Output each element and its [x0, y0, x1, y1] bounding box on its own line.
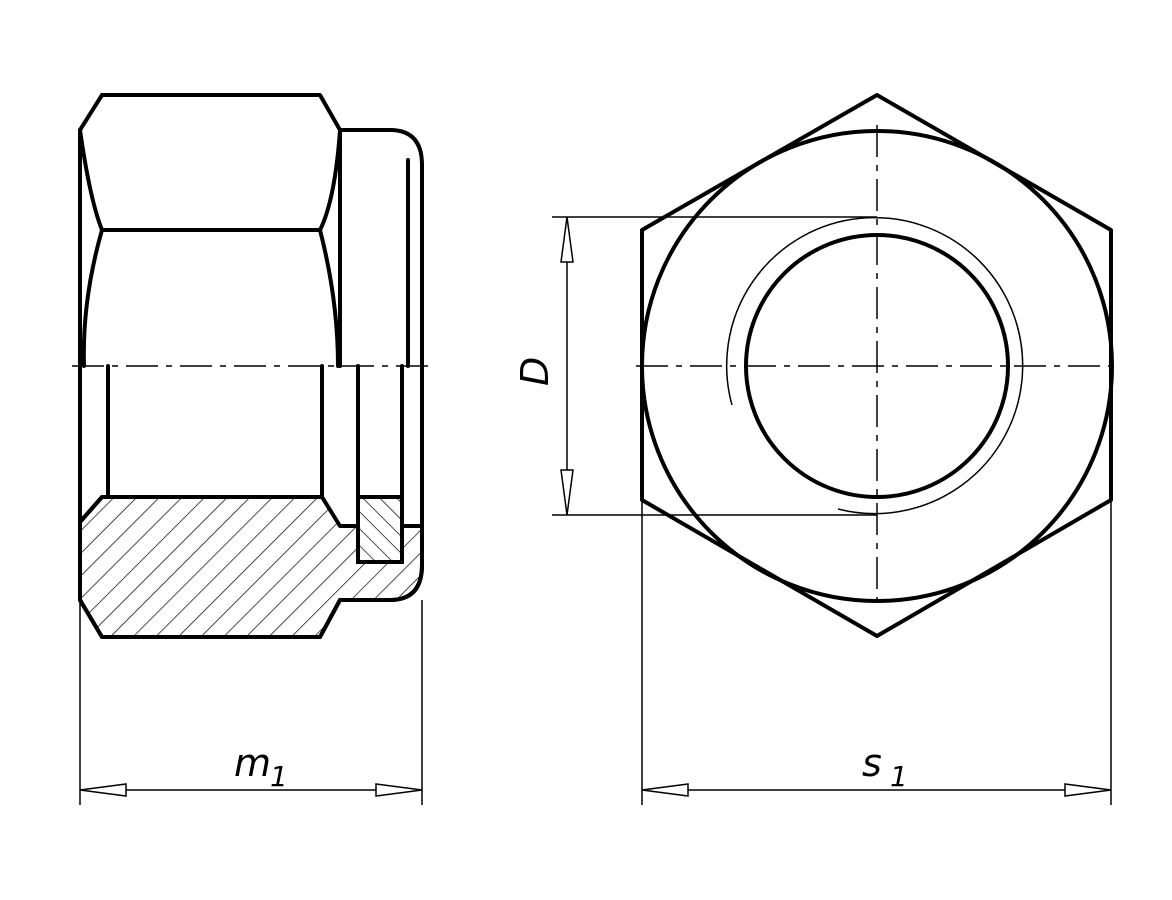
- side-section-chamfer: [78, 495, 104, 524]
- side-chamfer-arc-left: [81, 228, 104, 368]
- D-label: D: [513, 357, 557, 386]
- m1-arrow-right: [375, 783, 423, 797]
- D-arrow-top: [560, 216, 574, 263]
- side-chamfer-upper: [78, 128, 342, 232]
- side-view: m 1: [72, 93, 436, 805]
- front-thread-arc: [725, 216, 1024, 515]
- side-nylon-insert: [356, 495, 404, 564]
- s1-label-sub: 1: [890, 760, 908, 793]
- s1-arrow-right: [1064, 783, 1112, 797]
- D-arrow-bottom: [560, 469, 574, 516]
- m1-label-sub: 1: [270, 760, 288, 793]
- side-chamfer-arc-right: [318, 228, 340, 368]
- front-view: D s 1: [513, 93, 1118, 805]
- s1-label: s: [862, 741, 882, 785]
- s1-arrow-left: [641, 783, 689, 797]
- front-hexagon: [640, 93, 1113, 638]
- m1-label: m: [234, 741, 271, 785]
- m1-arrow-left: [79, 783, 127, 797]
